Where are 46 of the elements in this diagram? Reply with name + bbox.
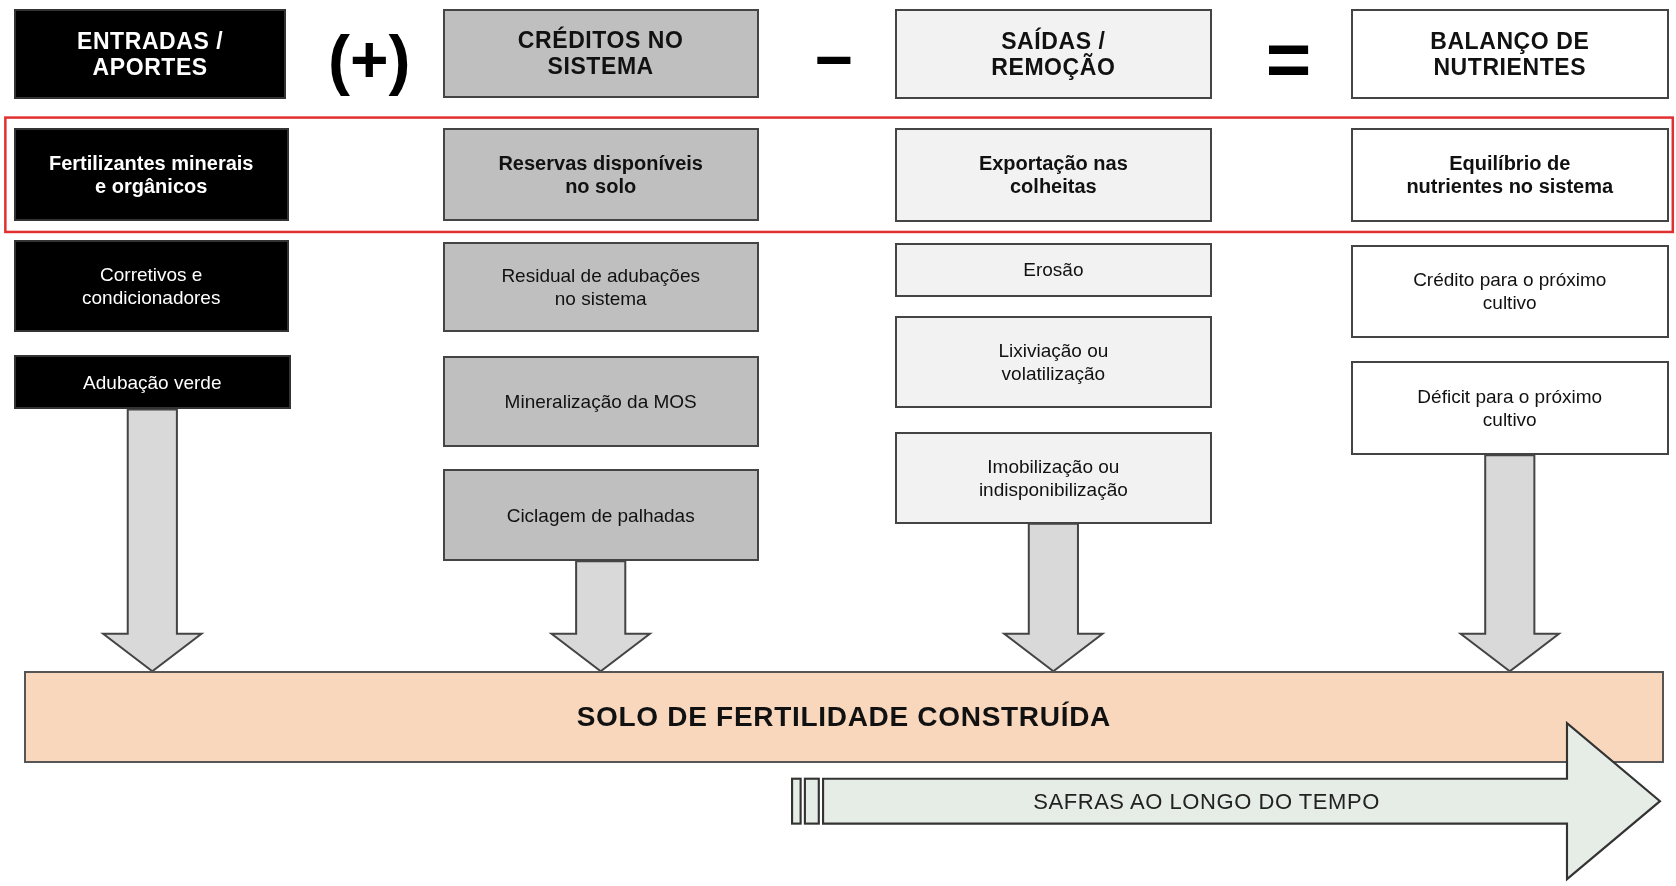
box-label: Erosão [1022, 258, 1085, 282]
category-box [1351, 244, 1669, 338]
box-label: Déficit para o próximo cultivo [1416, 385, 1604, 432]
box-label: Exportação nas colheitas [977, 152, 1129, 199]
category-box [894, 431, 1213, 524]
box-label: CRÉDITOS NO SISTEMA [516, 27, 685, 80]
box-label: Corretivos e condicionadores [81, 263, 222, 310]
category-box [442, 469, 759, 562]
category-box [894, 316, 1213, 409]
block-arrow [1457, 454, 1562, 673]
box-label: SOLO DE FERTILIDADE CONSTRUÍDA [575, 700, 1113, 735]
box-label: Ciclagem de palhadas [505, 503, 696, 527]
operator-sign: (+) [327, 20, 412, 98]
category-box [894, 8, 1213, 100]
category-box [13, 354, 291, 410]
box-label: Crédito para o próximo cultivo [1412, 268, 1608, 315]
category-box [13, 128, 289, 222]
box-label: Lixiviação ou volatilização [997, 339, 1110, 386]
box-label: Mineralização da MOS [503, 389, 698, 413]
timeline-label: SAFRAS AO LONGO DO TEMPO [1032, 788, 1381, 817]
category-box [894, 242, 1213, 298]
category-box [894, 128, 1213, 223]
category-box [13, 240, 289, 333]
box-label: ENTRADAS / APORTES [76, 27, 225, 80]
soil-band [23, 671, 1665, 764]
operator-sign: − [813, 20, 854, 98]
box-label: Reservas disponíveis no solo [497, 151, 704, 198]
box-label: SAÍDAS / REMOÇÃO [990, 27, 1117, 80]
block-arrow [548, 560, 653, 673]
box-label: Imobilização ou indisponibilização [977, 454, 1129, 501]
category-box [1351, 8, 1669, 100]
category-box [442, 355, 759, 447]
box-label: Residual de adubações no sistema [500, 264, 701, 310]
block-arrow [100, 408, 205, 673]
box-label: Fertilizantes minerais e orgânicos [47, 151, 255, 198]
box-label: BALANÇO DE NUTRIENTES [1429, 27, 1591, 80]
category-box [442, 128, 759, 222]
category-box [1351, 128, 1669, 223]
category-box [442, 241, 759, 333]
operator-sign: = [1264, 13, 1313, 105]
category-box [13, 8, 287, 100]
category-box [1351, 361, 1669, 456]
box-label: Adubação verde [82, 370, 223, 394]
category-box [442, 8, 759, 99]
box-label: Equilíbrio de nutrientes no sistema [1405, 152, 1615, 199]
block-arrow [1001, 522, 1106, 673]
